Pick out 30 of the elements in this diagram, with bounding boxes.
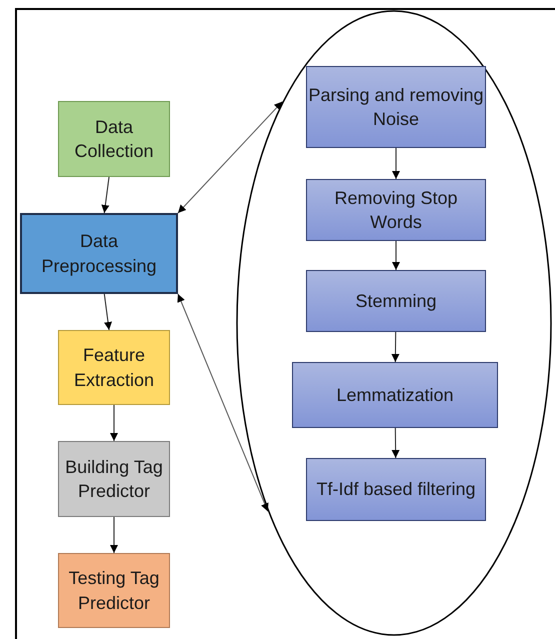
arrow [392, 240, 400, 270]
box-label: Removing Stop Words [333, 186, 459, 234]
arrow [110, 516, 118, 554]
process-box [58, 101, 170, 177]
process-box [58, 330, 170, 405]
process-box [292, 362, 498, 428]
arrow [392, 428, 400, 458]
box-label: Feature Extraction [72, 344, 156, 392]
process-box [20, 213, 178, 294]
process-box [58, 441, 170, 517]
box-label: Lemmatization [336, 384, 454, 407]
arrow [177, 294, 268, 512]
box-label: Testing Tag Predictor [68, 567, 160, 614]
arrow [178, 101, 283, 214]
arrow [391, 332, 400, 362]
process-box [306, 458, 486, 521]
box-label: Parsing and removing Noise [307, 84, 485, 131]
box-label: Data Preprocessing [40, 230, 158, 278]
arrow [101, 176, 110, 214]
arrow [104, 294, 112, 330]
process-box [58, 553, 170, 628]
box-label: Data Collection [73, 116, 155, 163]
process-box [306, 66, 486, 148]
arrow [392, 148, 400, 180]
process-box [306, 179, 486, 241]
box-label: Stemming [355, 290, 437, 313]
arrow [110, 404, 118, 442]
process-box [306, 270, 486, 332]
box-label: Tf-Idf based filtering [316, 478, 476, 502]
box-label: Building Tag Predictor [64, 456, 164, 503]
